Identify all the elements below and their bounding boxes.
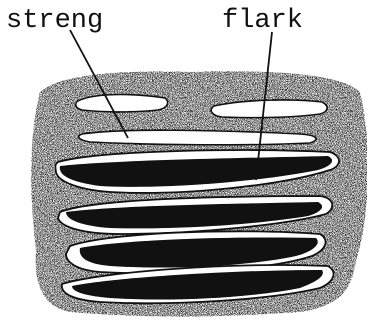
streng-long [79, 130, 316, 145]
streng-label: streng [6, 6, 103, 36]
streng-top-left [76, 95, 168, 112]
streng-top-right [211, 100, 327, 118]
flark-label: flark [222, 6, 303, 36]
